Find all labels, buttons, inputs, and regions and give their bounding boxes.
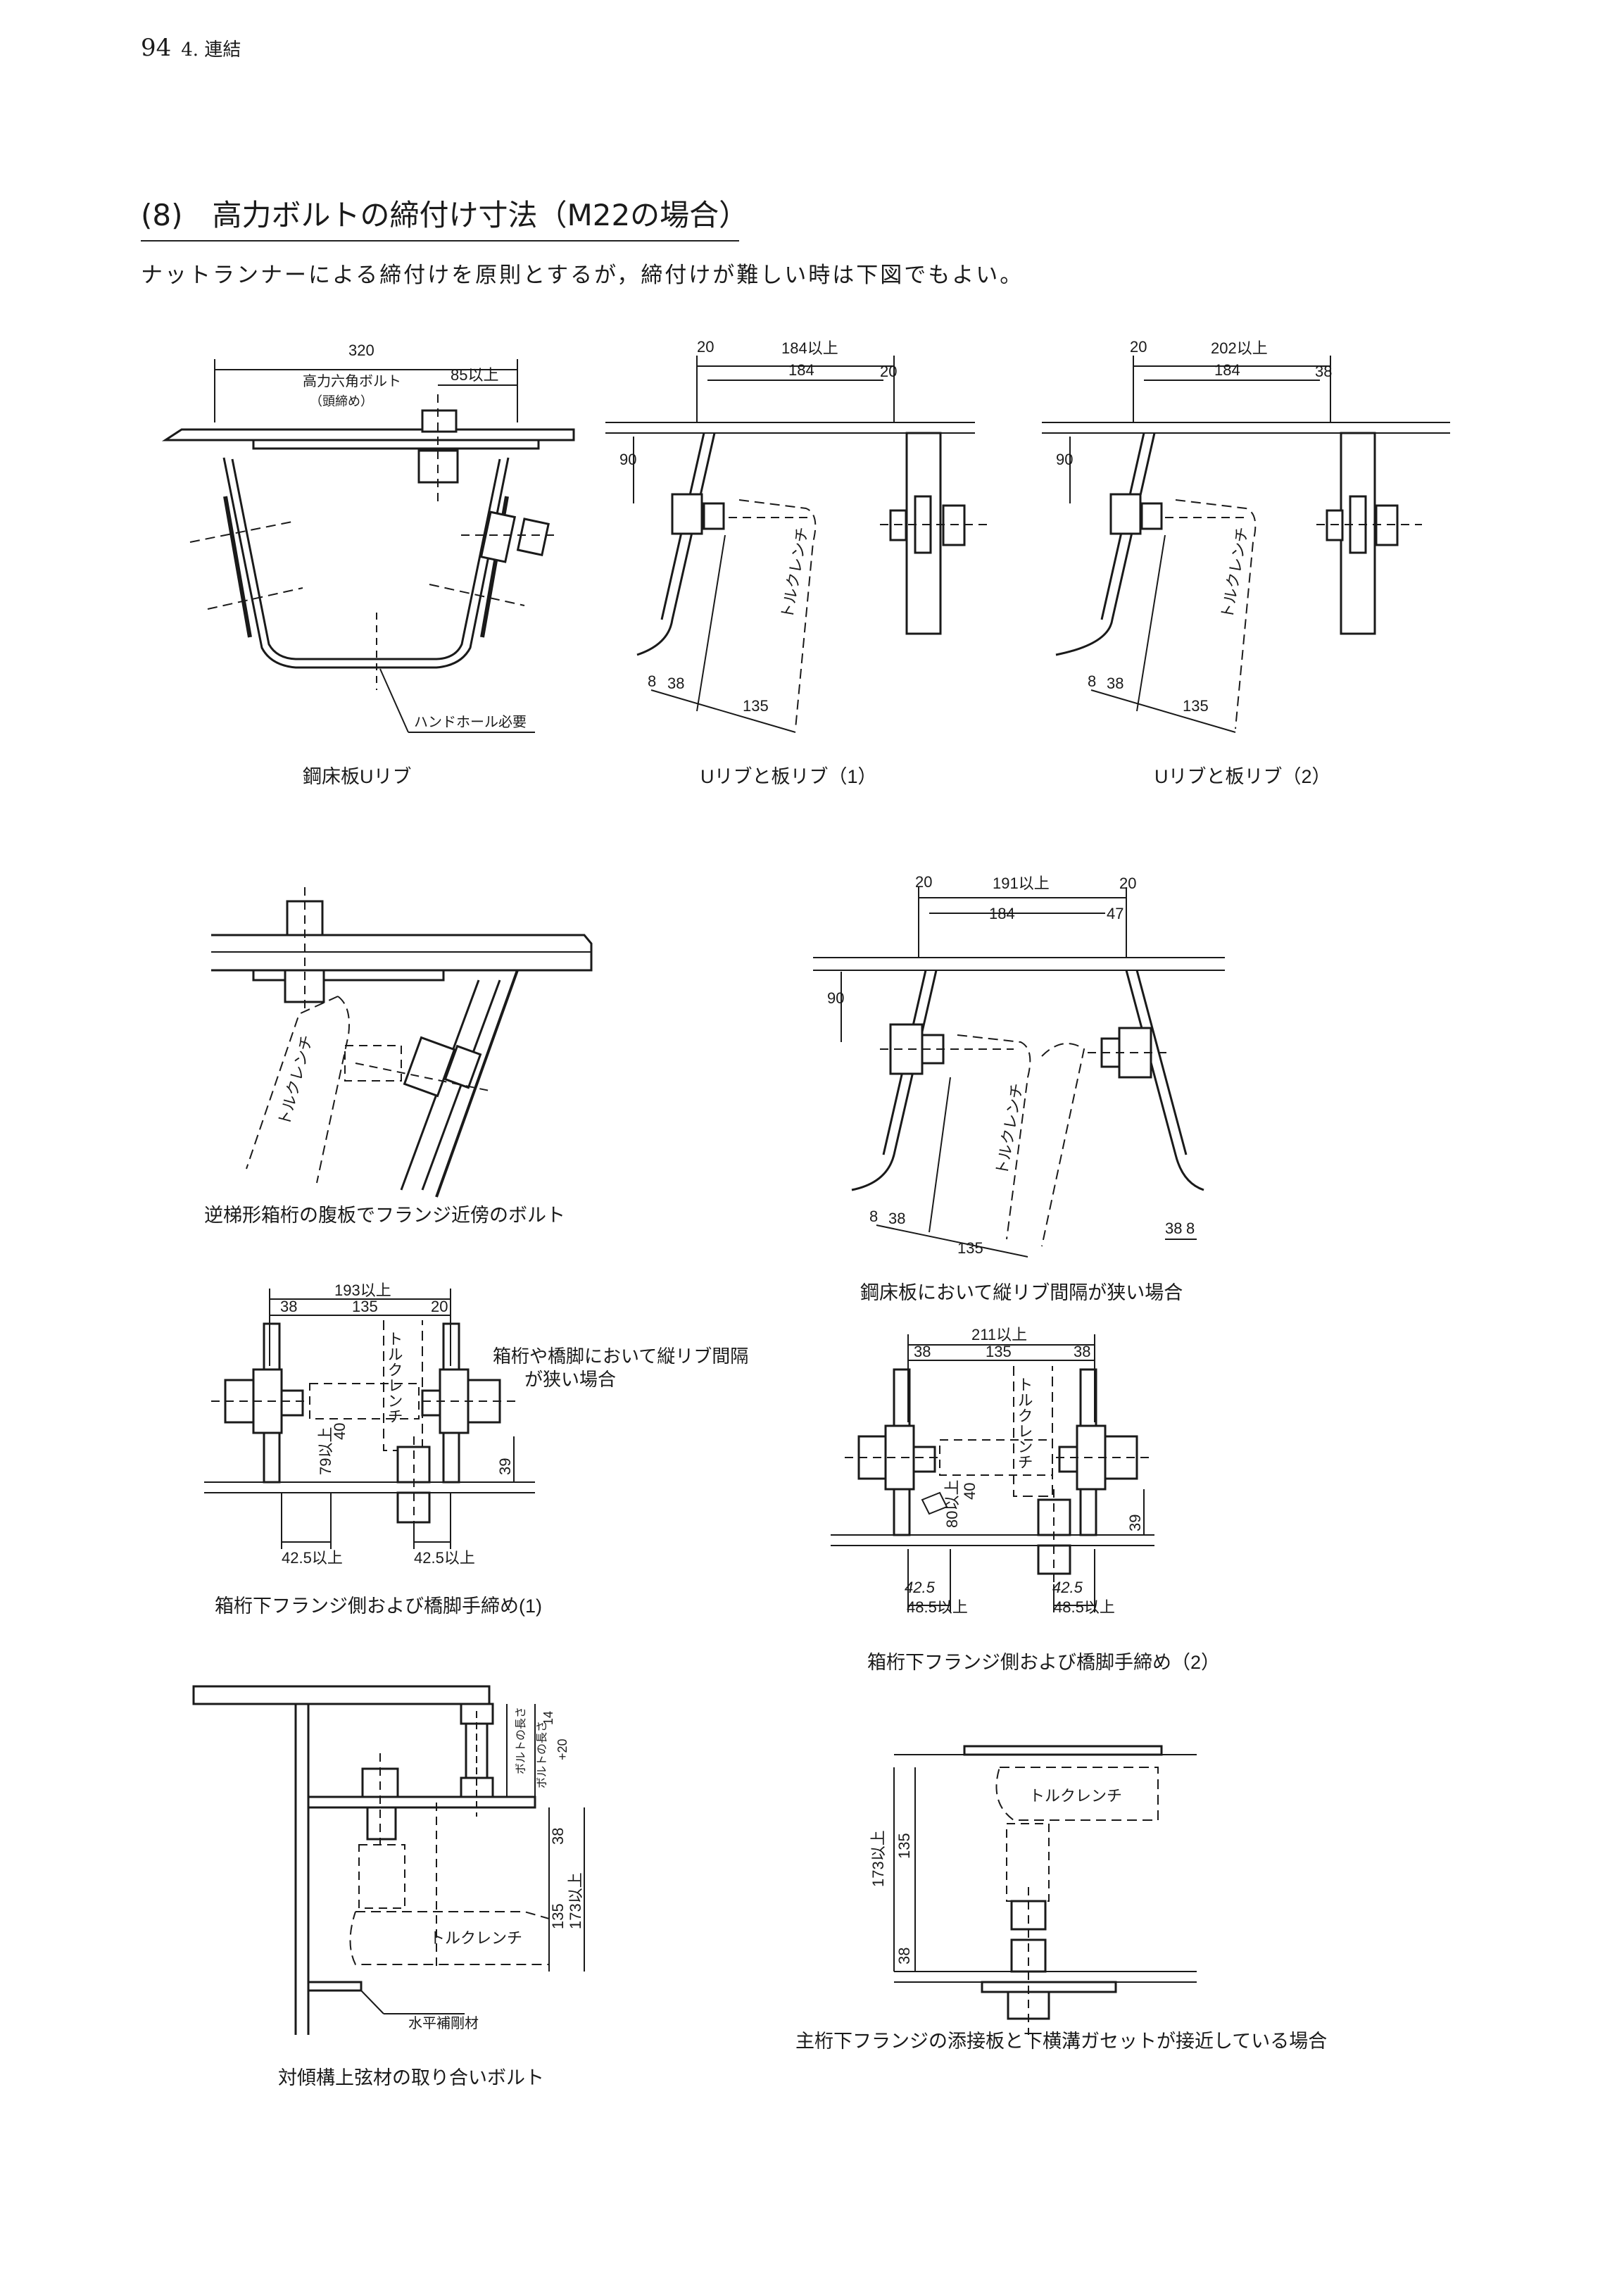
dim-text: 38: [280, 1298, 297, 1315]
caption-box-girder-1: 箱桁下フランジ側および橋脚手締め(1): [215, 1596, 542, 1617]
caption-u-rib: 鋼床板Uリブ: [303, 766, 412, 787]
stiffener-label: 水平補剛材: [408, 2015, 479, 2031]
dim-text: 8: [869, 1208, 878, 1225]
dim-text: ボルトの長さ: [515, 1707, 527, 1774]
figure-u-rib-plate-2: 20 202以上 184 38 90 8 38 135 トルクレンチ: [1042, 338, 1450, 733]
dim-text: 173以上: [869, 1830, 887, 1887]
dim-text: 135: [549, 1903, 567, 1929]
dim-text: 20: [431, 1298, 448, 1315]
dim-text: 20: [915, 873, 932, 891]
dim-text: 20: [1119, 875, 1136, 892]
figure-inverted-trapezoid: トルクレンチ: [211, 887, 593, 1198]
dim-text: 79以上: [317, 1427, 334, 1475]
page-header: 94 4. 連結: [141, 34, 241, 62]
dim-text: 80以上: [943, 1480, 961, 1528]
intro-text: ナットランナーによる締付けを原則とするが，締付けが難しい時は下図でもよい。: [141, 263, 1024, 288]
page-number: 94: [141, 34, 172, 62]
dim-text: 38: [895, 1948, 913, 1964]
figure-u-rib-plate-1: 20 184以上 184 20 90 8 38 135 トルクレンチ: [605, 338, 993, 733]
dim-text: 191以上: [993, 875, 1050, 892]
dim-text: 38: [549, 1828, 567, 1845]
section-title: (8) 高力ボルトの締付け寸法（M22の場合）: [141, 192, 748, 242]
dim-text: 48.5以上: [907, 1598, 968, 1616]
dim-text-handwritten: 42.5: [905, 1579, 936, 1596]
dim-text: 20: [1130, 338, 1147, 356]
dim-text: 173以上: [567, 1872, 584, 1929]
section-label: 4. 連結: [181, 39, 241, 61]
note-line-1: 箱桁や橋脚において縦リブ間隔: [493, 1346, 748, 1367]
dim-text: 38: [1165, 1220, 1182, 1237]
wrench-label: トルクレンチ: [275, 1033, 316, 1127]
dim-text: 184: [1214, 361, 1240, 379]
dim-text: 135: [986, 1343, 1012, 1360]
dim-text: 184: [788, 361, 814, 379]
dim-text: 20: [697, 338, 714, 356]
wrench-label: トルクレンチ: [778, 526, 812, 620]
caption-narrow-ribs: 鋼床板において縦リブ間隔が狭い場合: [860, 1282, 1183, 1303]
dim-text: +20: [555, 1738, 569, 1760]
figure-narrow-ribs: 20 191以上 20 184 47 90 8 38 135 38 8 トルクレ…: [813, 873, 1225, 1258]
bolt-sublabel: （頭締め）: [310, 394, 373, 408]
dim-text: 184以上: [781, 339, 838, 357]
dim-text: 39: [1126, 1515, 1144, 1531]
dim-text: 42.5以上: [414, 1549, 475, 1567]
dim-text: ボルトの長さ: [536, 1721, 548, 1788]
dim-text: 135: [352, 1298, 378, 1315]
handhole-label: ハンドホール必要: [414, 714, 527, 730]
dim-text: 40: [331, 1423, 348, 1440]
dim-text: 211以上: [971, 1326, 1027, 1343]
dim-text: 20: [880, 363, 897, 380]
dim-text: 90: [619, 451, 636, 468]
dim-text: 90: [1056, 451, 1073, 468]
dim-text: 202以上: [1211, 339, 1268, 357]
dim-text: 39: [496, 1458, 514, 1475]
figure-main-girder-flange: 173以上 135 38 トルクレンチ: [869, 1745, 1197, 2035]
note-line-2: が狭い場合: [524, 1369, 616, 1390]
dim-text: 8: [1088, 672, 1096, 690]
dim-text: 90: [827, 989, 844, 1007]
wrench-label: トルクレンチ: [1029, 1787, 1122, 1805]
dim-text: 320: [348, 341, 374, 359]
dim-text: 38: [1074, 1343, 1090, 1360]
dim-text: 40: [961, 1483, 978, 1500]
caption-cross-frame: 対傾構上弦材の取り合いボルト: [278, 2067, 544, 2088]
wrench-label: トルクレンチ: [386, 1331, 403, 1424]
dim-text: 14: [541, 1711, 555, 1725]
wrench-label: トルクレンチ: [429, 1929, 522, 1947]
bolt-label: 高力六角ボルト: [303, 373, 401, 389]
dim-text: 135: [957, 1239, 983, 1257]
caption-u-rib-plate-2: Uリブと板リブ（2）: [1154, 766, 1331, 787]
figure-box-girder-1: 193以上 38 135 20 40 79以上 39 42.5以上 42.5以上…: [204, 1281, 748, 1567]
figure-cross-frame: 14 ボルトの長さ ボルトの長さ +20 38 135 173以上 トルクレンチ…: [192, 1685, 585, 2035]
dim-text: 38: [1315, 363, 1332, 380]
dim-text: 8: [648, 672, 656, 690]
wrench-label: トルクレンチ: [993, 1082, 1026, 1177]
dim-text: 184: [989, 905, 1015, 922]
dim-text-handwritten: 42.5: [1052, 1579, 1083, 1596]
dim-text: 38: [888, 1210, 905, 1227]
caption-inverted-trapezoid: 逆梯形箱桁の腹板でフランジ近傍のボルト: [204, 1205, 565, 1226]
dim-text: 193以上: [334, 1281, 391, 1299]
dim-text: 47: [1107, 905, 1123, 922]
dim-text: 135: [743, 697, 769, 715]
caption-u-rib-plate-1: Uリブと板リブ（1）: [700, 766, 877, 787]
caption-main-girder-flange: 主桁下フランジの添接板と下横溝ガセットが接近している場合: [795, 2031, 1327, 2052]
dim-text: 38: [1107, 675, 1123, 692]
wrench-label: トルクレンチ: [1016, 1377, 1033, 1469]
dim-text: 135: [895, 1833, 913, 1859]
dim-text: 38: [667, 675, 684, 692]
dim-text: 135: [1183, 697, 1209, 715]
figure-box-girder-2: 211以上 38 135 38 40 80以上 39 42.5 42.5 48.…: [831, 1326, 1154, 1616]
caption-box-girder-2: 箱桁下フランジ側および橋脚手締め（2）: [867, 1652, 1220, 1673]
dim-text: 85以上: [451, 366, 498, 384]
dim-text: 42.5以上: [282, 1549, 343, 1567]
dim-text: 8: [1186, 1220, 1195, 1237]
dim-text: 48.5以上: [1054, 1598, 1115, 1616]
dim-text: 38: [914, 1343, 931, 1360]
figure-u-rib: 320 85以上 高力六角ボルト （頭締め） ハンドホール必要: [161, 341, 575, 733]
